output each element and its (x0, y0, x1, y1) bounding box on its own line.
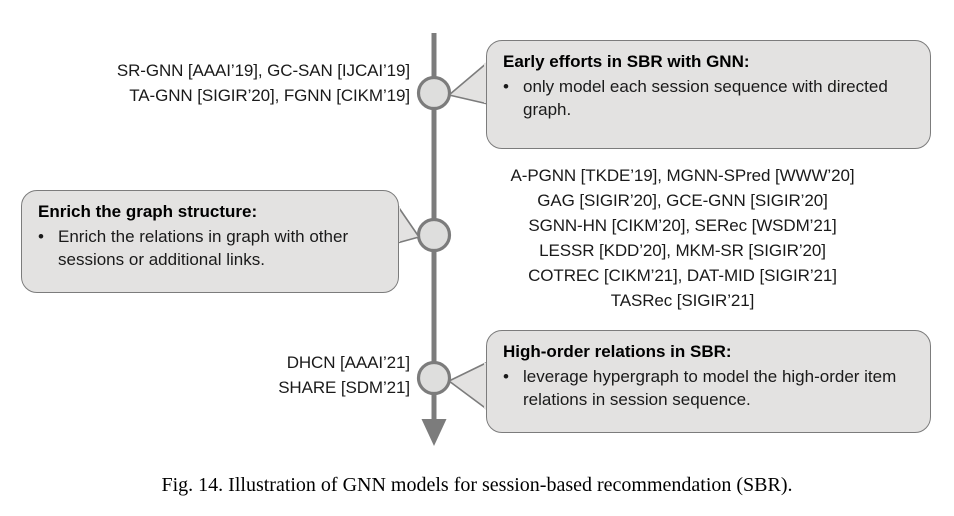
bullet-icon: • (38, 227, 44, 246)
callout-enrich-title: Enrich the graph structure: (38, 202, 258, 221)
figure-caption: Fig. 14. Illustration of GNN models for … (161, 474, 793, 496)
callout-high-order-title: High-order relations in SBR: (503, 342, 732, 361)
callout-enrich-body: • Enrich the relations in graph with oth… (38, 225, 384, 271)
callout-high-order-text: leverage hypergraph to model the high-or… (523, 367, 897, 409)
callout-early-title: Early efforts in SBR with GNN: (503, 52, 750, 71)
bullet-icon: • (503, 77, 509, 96)
callout-enrich-structure[interactable]: Enrich the graph structure: • Enrich the… (21, 190, 399, 293)
timeline-arrow-icon (421, 419, 447, 446)
callout-early-body: • only model each session sequence with … (503, 75, 916, 121)
timeline-node-early[interactable] (416, 75, 452, 111)
model-list-early: SR-GNN [AAAI’19], GC-SAN [IJCAI’19] TA-G… (116, 61, 410, 105)
callout-early-efforts[interactable]: Early efforts in SBR with GNN: • only mo… (486, 40, 931, 149)
model-list-high-order: DHCN [AAAI’21] SHARE [SDM’21] (278, 353, 410, 397)
callout-early-text: only model each session sequence with di… (523, 77, 888, 119)
timeline-node-enrich[interactable] (416, 217, 452, 253)
model-list-enrich: A-PGNN [TKDE’19], MGNN-SPred [WWW’20] GA… (510, 166, 855, 310)
timeline-node-highorder[interactable] (416, 360, 452, 396)
bullet-icon: • (503, 367, 509, 386)
callout-high-order-relations[interactable]: High-order relations in SBR: • leverage … (486, 330, 931, 433)
callout-high-order-body: • leverage hypergraph to model the high-… (503, 365, 916, 411)
callout-enrich-text: Enrich the relations in graph with other… (58, 227, 349, 269)
